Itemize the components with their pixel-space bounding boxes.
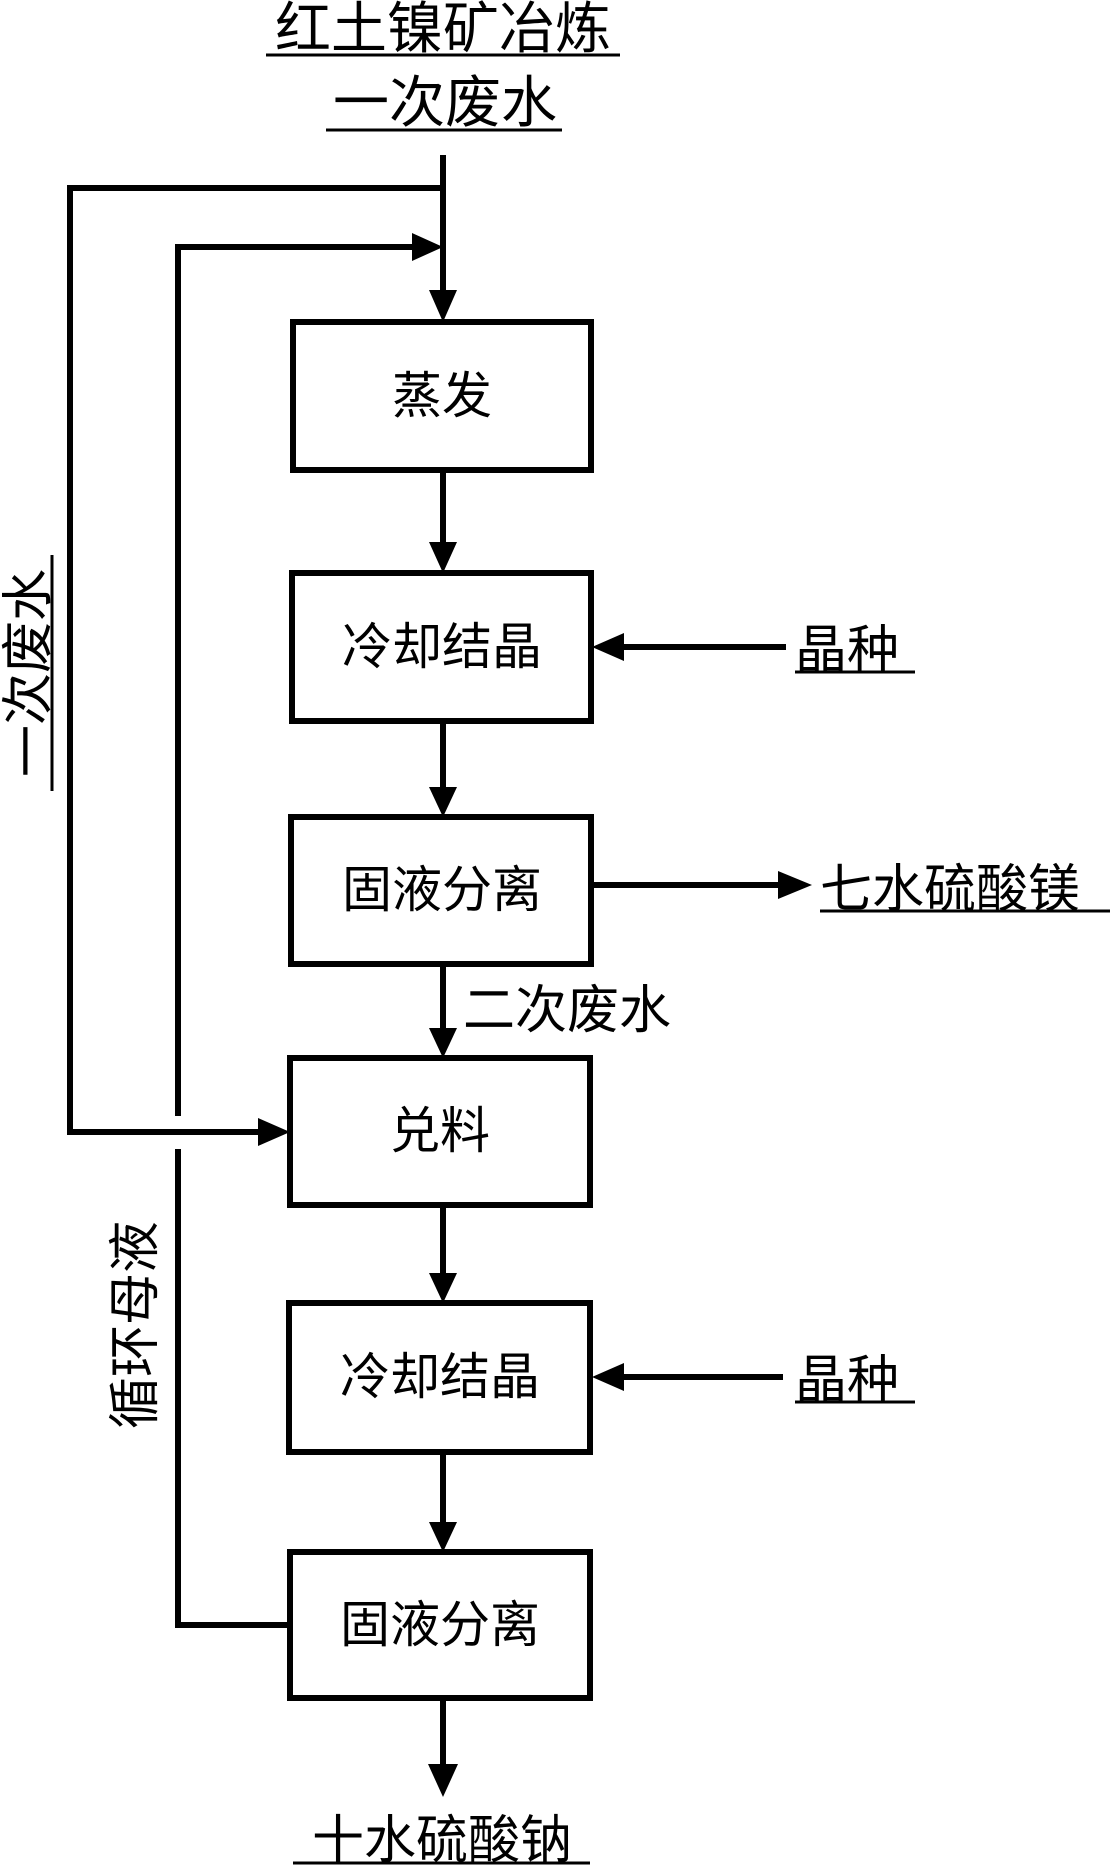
- mgso4-output-arrowhead: [778, 871, 812, 899]
- output-arrowhead: [428, 1764, 458, 1797]
- step-label: 固液分离: [340, 1596, 540, 1654]
- step-cooling-crystallization-1: 冷却结晶: [289, 570, 594, 724]
- step-evaporation: 蒸发: [290, 319, 594, 473]
- seed-crystal-1-arrowhead: [592, 633, 624, 661]
- primary-wastewater-bypass-label-group: 一次废水: [0, 555, 59, 791]
- bypass-arrowhead: [258, 1118, 290, 1146]
- arrowhead-1-2: [429, 542, 457, 573]
- primary-wastewater-bypass-line: [67, 185, 446, 1135]
- recycle-arrowhead: [412, 233, 443, 261]
- step-solid-liquid-separation-2: 固液分离: [287, 1549, 593, 1701]
- arrowhead-4-5: [429, 1273, 457, 1303]
- feed-arrowhead: [429, 290, 457, 322]
- step-label: 冷却结晶: [340, 1348, 540, 1406]
- title-line-2: 一次废水: [333, 71, 557, 136]
- recycled-mother-liquor-label-group: 循环母液: [106, 1221, 166, 1429]
- secondary-wastewater-label: 二次废水: [463, 981, 671, 1041]
- primary-wastewater-bypass-label: 一次废水: [0, 569, 59, 777]
- step-cooling-crystallization-2: 冷却结晶: [286, 1300, 593, 1455]
- na2so4-output-label: 十水硫酸钠: [312, 1811, 572, 1867]
- title-line-1: 红土镍矿冶炼: [275, 0, 611, 62]
- step-label: 兑料: [390, 1102, 490, 1160]
- feed-source-title: 红土镍矿冶炼 一次废水: [266, 0, 620, 136]
- step-blending: 兑料: [287, 1055, 593, 1208]
- arrowhead-3-4: [429, 1028, 457, 1058]
- step-label: 蒸发: [392, 367, 492, 425]
- seed-crystal-2-arrowhead: [592, 1363, 624, 1391]
- recycle-line-lower: [175, 1149, 293, 1628]
- recycle-line-upper: [175, 244, 423, 1116]
- step-label: 冷却结晶: [342, 618, 542, 676]
- arrowhead-5-6: [429, 1522, 457, 1552]
- step-solid-liquid-separation-1: 固液分离: [288, 814, 594, 967]
- step-label: 固液分离: [342, 861, 542, 919]
- arrowhead-2-3: [429, 787, 457, 817]
- recycled-mother-liquor-label: 循环母液: [106, 1221, 166, 1429]
